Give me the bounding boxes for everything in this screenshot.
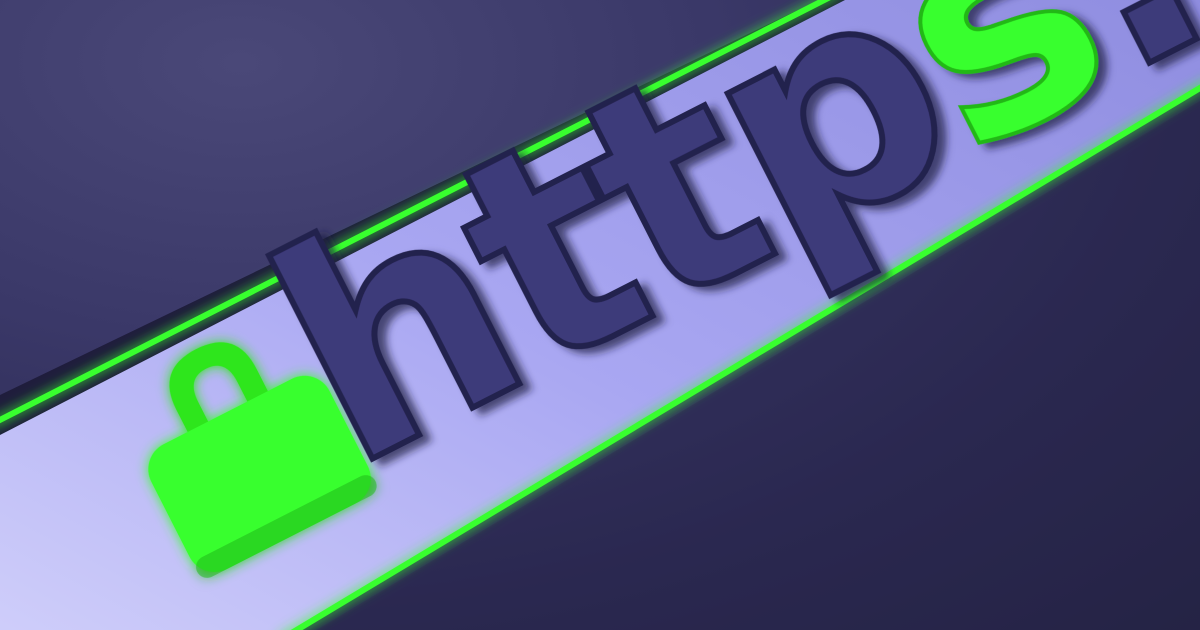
floor-shade — [316, 100, 1200, 630]
lock-icon[interactable] — [107, 304, 381, 582]
neon-top-edge — [0, 0, 831, 424]
neon-bottom-edge — [290, 84, 1200, 630]
